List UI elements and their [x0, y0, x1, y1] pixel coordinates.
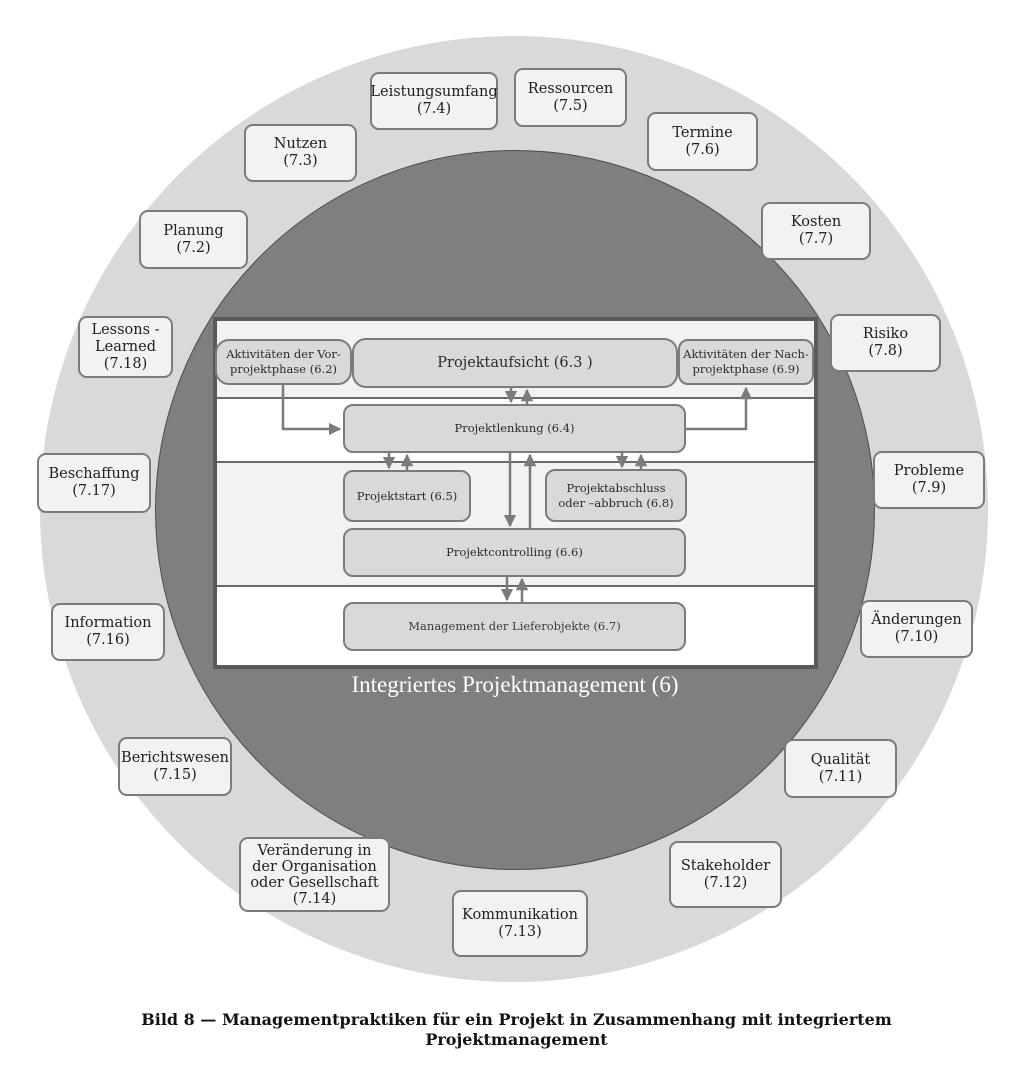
practice-planung: Planung (7.2)	[139, 210, 248, 269]
practice-risiko: Risiko (7.8)	[830, 314, 941, 372]
process-projektaufsicht: Projektaufsicht (6.3 )	[352, 338, 678, 388]
process-vorprojektphase: Aktivitäten der Vor- projektphase (6.2)	[215, 339, 352, 385]
integrated-pm-title: Integriertes Projektmanagement (6)	[351, 672, 679, 697]
practice-probleme: Probleme (7.9)	[873, 451, 985, 509]
process-projektcontrolling: Projektcontrolling (6.6)	[343, 528, 686, 577]
practice-kosten: Kosten (7.7)	[761, 202, 871, 260]
practice-berichtswesen: Berichtswesen (7.15)	[118, 737, 232, 796]
figure-caption: Bild 8 — Managementpraktiken für ein Pro…	[0, 1010, 1033, 1050]
caption-line-2: Projektmanagement	[425, 1030, 608, 1049]
caption-line-1: Bild 8 — Managementpraktiken für ein Pro…	[141, 1010, 892, 1029]
process-projektabschluss: Projektabschluss oder –abbruch (6.8)	[545, 469, 687, 522]
practice-stakeholder: Stakeholder (7.12)	[669, 841, 782, 908]
process-projektlenkung: Projektlenkung (6.4)	[343, 404, 686, 453]
practice-kommunikation: Kommunikation (7.13)	[452, 890, 588, 957]
process-nachprojektphase: Aktivitäten der Nach- projektphase (6.9)	[678, 339, 814, 385]
practice-aenderungen: Änderungen (7.10)	[860, 600, 973, 658]
practice-termine: Termine (7.6)	[647, 112, 758, 171]
process-lieferobjekte: Management der Lieferobjekte (6.7)	[343, 602, 686, 651]
practice-nutzen: Nutzen (7.3)	[244, 124, 357, 182]
practice-information: Information (7.16)	[51, 603, 165, 661]
practice-ressourcen: Ressourcen (7.5)	[514, 68, 627, 127]
process-projektstart: Projektstart (6.5)	[343, 470, 471, 522]
practice-beschaffung: Beschaffung (7.17)	[37, 453, 151, 513]
practice-qualitaet: Qualität (7.11)	[784, 739, 897, 798]
practice-lessons-learned: Lessons - Learned (7.18)	[78, 316, 173, 378]
practice-leistungsumfang: Leistungsumfang (7.4)	[370, 72, 498, 130]
practice-veraenderung: Veränderung in der Organisation oder Ges…	[239, 837, 390, 912]
